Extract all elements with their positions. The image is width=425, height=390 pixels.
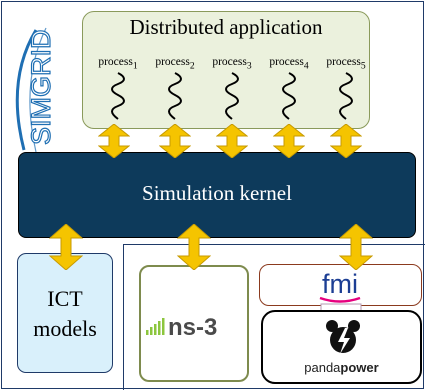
arrow-process2-kernel	[159, 124, 191, 158]
process-label-3: process3	[212, 56, 252, 72]
arrow-kernel-fmi	[339, 224, 373, 270]
ict-models-label-line1: ICT	[47, 286, 83, 311]
arrow-process5-kernel	[330, 124, 362, 158]
arrow-process1-kernel	[98, 124, 130, 158]
thread-squiggle-icon-4	[282, 72, 296, 120]
thread-squiggle-icon-3	[225, 72, 239, 120]
distributed-application-title: Distributed application	[129, 15, 323, 39]
process-label-2: process2	[155, 56, 195, 72]
simgrid-logo: SIMGRID	[15, 27, 57, 153]
fmi-box: fmi	[259, 264, 422, 306]
ict-models-label-line2: models	[33, 316, 97, 341]
pandapower-logo-text: pandapower	[304, 360, 379, 375]
arrow-process4-kernel	[273, 124, 305, 158]
arrow-kernel-ict	[49, 224, 83, 270]
thread-squiggle-icon-1	[111, 72, 125, 120]
distributed-application-box: Distributed application process1 process…	[82, 11, 370, 129]
panda-head-icon	[326, 320, 360, 354]
simgrid-logo-text: SIMGRID	[26, 29, 56, 145]
process-label-4: process4	[269, 56, 309, 72]
arrow-process3-kernel	[216, 124, 248, 158]
pandapower-box: pandapower	[261, 310, 422, 384]
ns3-logo-text: ns-3	[168, 314, 217, 341]
process-label-1: process1	[98, 56, 138, 72]
ns3-box: ns-3	[139, 265, 249, 382]
fmi-logo: fmi	[319, 269, 361, 303]
simulation-kernel-title: Simulation kernel	[142, 181, 292, 205]
arrow-kernel-ns3	[177, 224, 211, 270]
ict-models-box: ICT models	[17, 253, 113, 373]
ns3-logo: ns-3	[146, 314, 217, 341]
simulation-kernel-box: Simulation kernel	[18, 152, 416, 238]
thread-squiggle-icon-5	[339, 72, 353, 120]
process-label-5: process5	[326, 56, 366, 72]
external-tools-frame	[123, 244, 425, 390]
fmi-logo-text: fmi	[322, 269, 358, 299]
thread-squiggle-icon-2	[168, 72, 182, 120]
